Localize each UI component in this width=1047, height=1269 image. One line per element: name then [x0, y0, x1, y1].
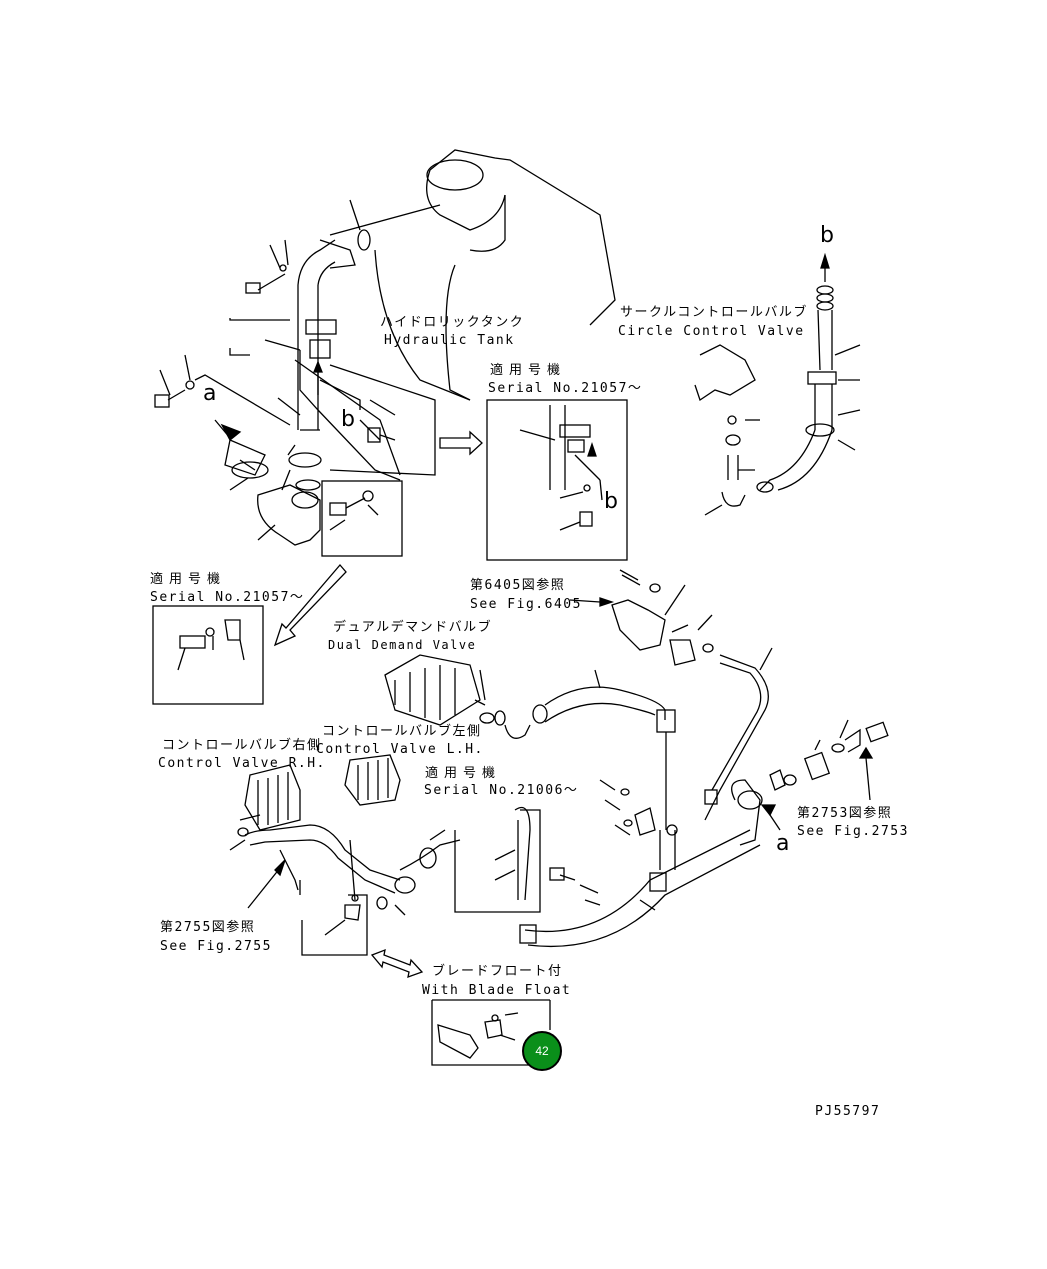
callout-a-right: a — [776, 831, 790, 856]
callout-b-left: b — [341, 407, 355, 432]
hose-to-circle-valve — [756, 252, 861, 493]
control-valve-lh — [344, 754, 401, 806]
serial-mid-label-en: Serial No.21006～ — [424, 783, 579, 798]
flange-bolt-inset — [321, 480, 403, 557]
blade-float-label-en: With Blade Float — [422, 983, 572, 998]
dual-demand-valve — [384, 654, 548, 739]
serial-left-label-en: Serial No.21057～ — [150, 590, 305, 605]
blade-float-label-jp: ブレードフロート付 — [432, 964, 563, 979]
callout-b-inset: b — [604, 489, 618, 514]
serial-left-label-jp: 適用号機 — [150, 572, 227, 587]
callout-b-right: b — [820, 223, 834, 248]
hydraulic-tank-label-jp: ハイドロリックタンク — [380, 315, 525, 330]
hydraulic-tank — [329, 149, 616, 401]
serial-top-label-en: Serial No.21057～ — [488, 381, 643, 396]
serial-inset-left — [152, 605, 264, 705]
blade-float-inset — [431, 999, 551, 1066]
control-valve-rh-label-en: Control Valve R.H. — [158, 756, 326, 771]
main-return-hose — [544, 669, 676, 830]
circle-control-valve-label-jp: サークルコントロールバルブ — [620, 305, 808, 320]
drain-tube — [704, 647, 773, 821]
crossover-hose — [229, 824, 461, 916]
drawing-number: PJ55797 — [815, 1104, 881, 1119]
flow-arrow-b — [313, 360, 323, 373]
fig-6405-assembly — [569, 569, 714, 666]
fig-2753-parts — [760, 719, 889, 831]
serial-inset-mid — [454, 806, 541, 913]
transfer-arrow-right — [439, 430, 483, 456]
serial-top-label-jp: 適用号機 — [490, 363, 567, 378]
see-fig-6405-label-jp: 第6405図参照 — [470, 578, 566, 593]
callout-a-top: a — [203, 381, 217, 406]
see-fig-2753-label-en: See Fig.2753 — [797, 824, 909, 839]
page-number-badge[interactable]: 42 — [522, 1031, 562, 1071]
double-arrow — [370, 948, 424, 978]
serial-mid-label-jp: 適用号機 — [425, 766, 502, 781]
dual-demand-valve-label-jp: デュアルデマンドバルブ — [333, 620, 493, 635]
main-header-pipe — [519, 779, 763, 948]
control-valve-lh-label-en: Control Valve L.H. — [316, 742, 484, 757]
pointer-arrow-diagonal — [273, 564, 347, 647]
see-fig-2755-label-en: See Fig.2755 — [160, 939, 272, 954]
suction-pipe-assembly — [154, 239, 436, 546]
hydraulic-tank-label-en: Hydraulic Tank — [384, 333, 515, 348]
control-valve-rh — [239, 764, 301, 831]
see-fig-2753-label-jp: 第2753図参照 — [797, 806, 893, 821]
serial-inset-top — [486, 399, 628, 561]
see-fig-2755-label-jp: 第2755図参照 — [160, 920, 256, 935]
circle-control-valve — [694, 344, 760, 516]
dual-demand-valve-label-en: Dual Demand Valve — [328, 638, 477, 652]
control-valve-lh-label-jp: コントロールバルブ左側 — [322, 724, 482, 739]
circle-control-valve-label-en: Circle Control Valve — [618, 324, 805, 339]
control-valve-rh-label-jp: コントロールバルブ右側 — [162, 738, 322, 753]
see-fig-6405-label-en: See Fig.6405 — [470, 597, 582, 612]
fig-2755-inset — [301, 894, 368, 956]
